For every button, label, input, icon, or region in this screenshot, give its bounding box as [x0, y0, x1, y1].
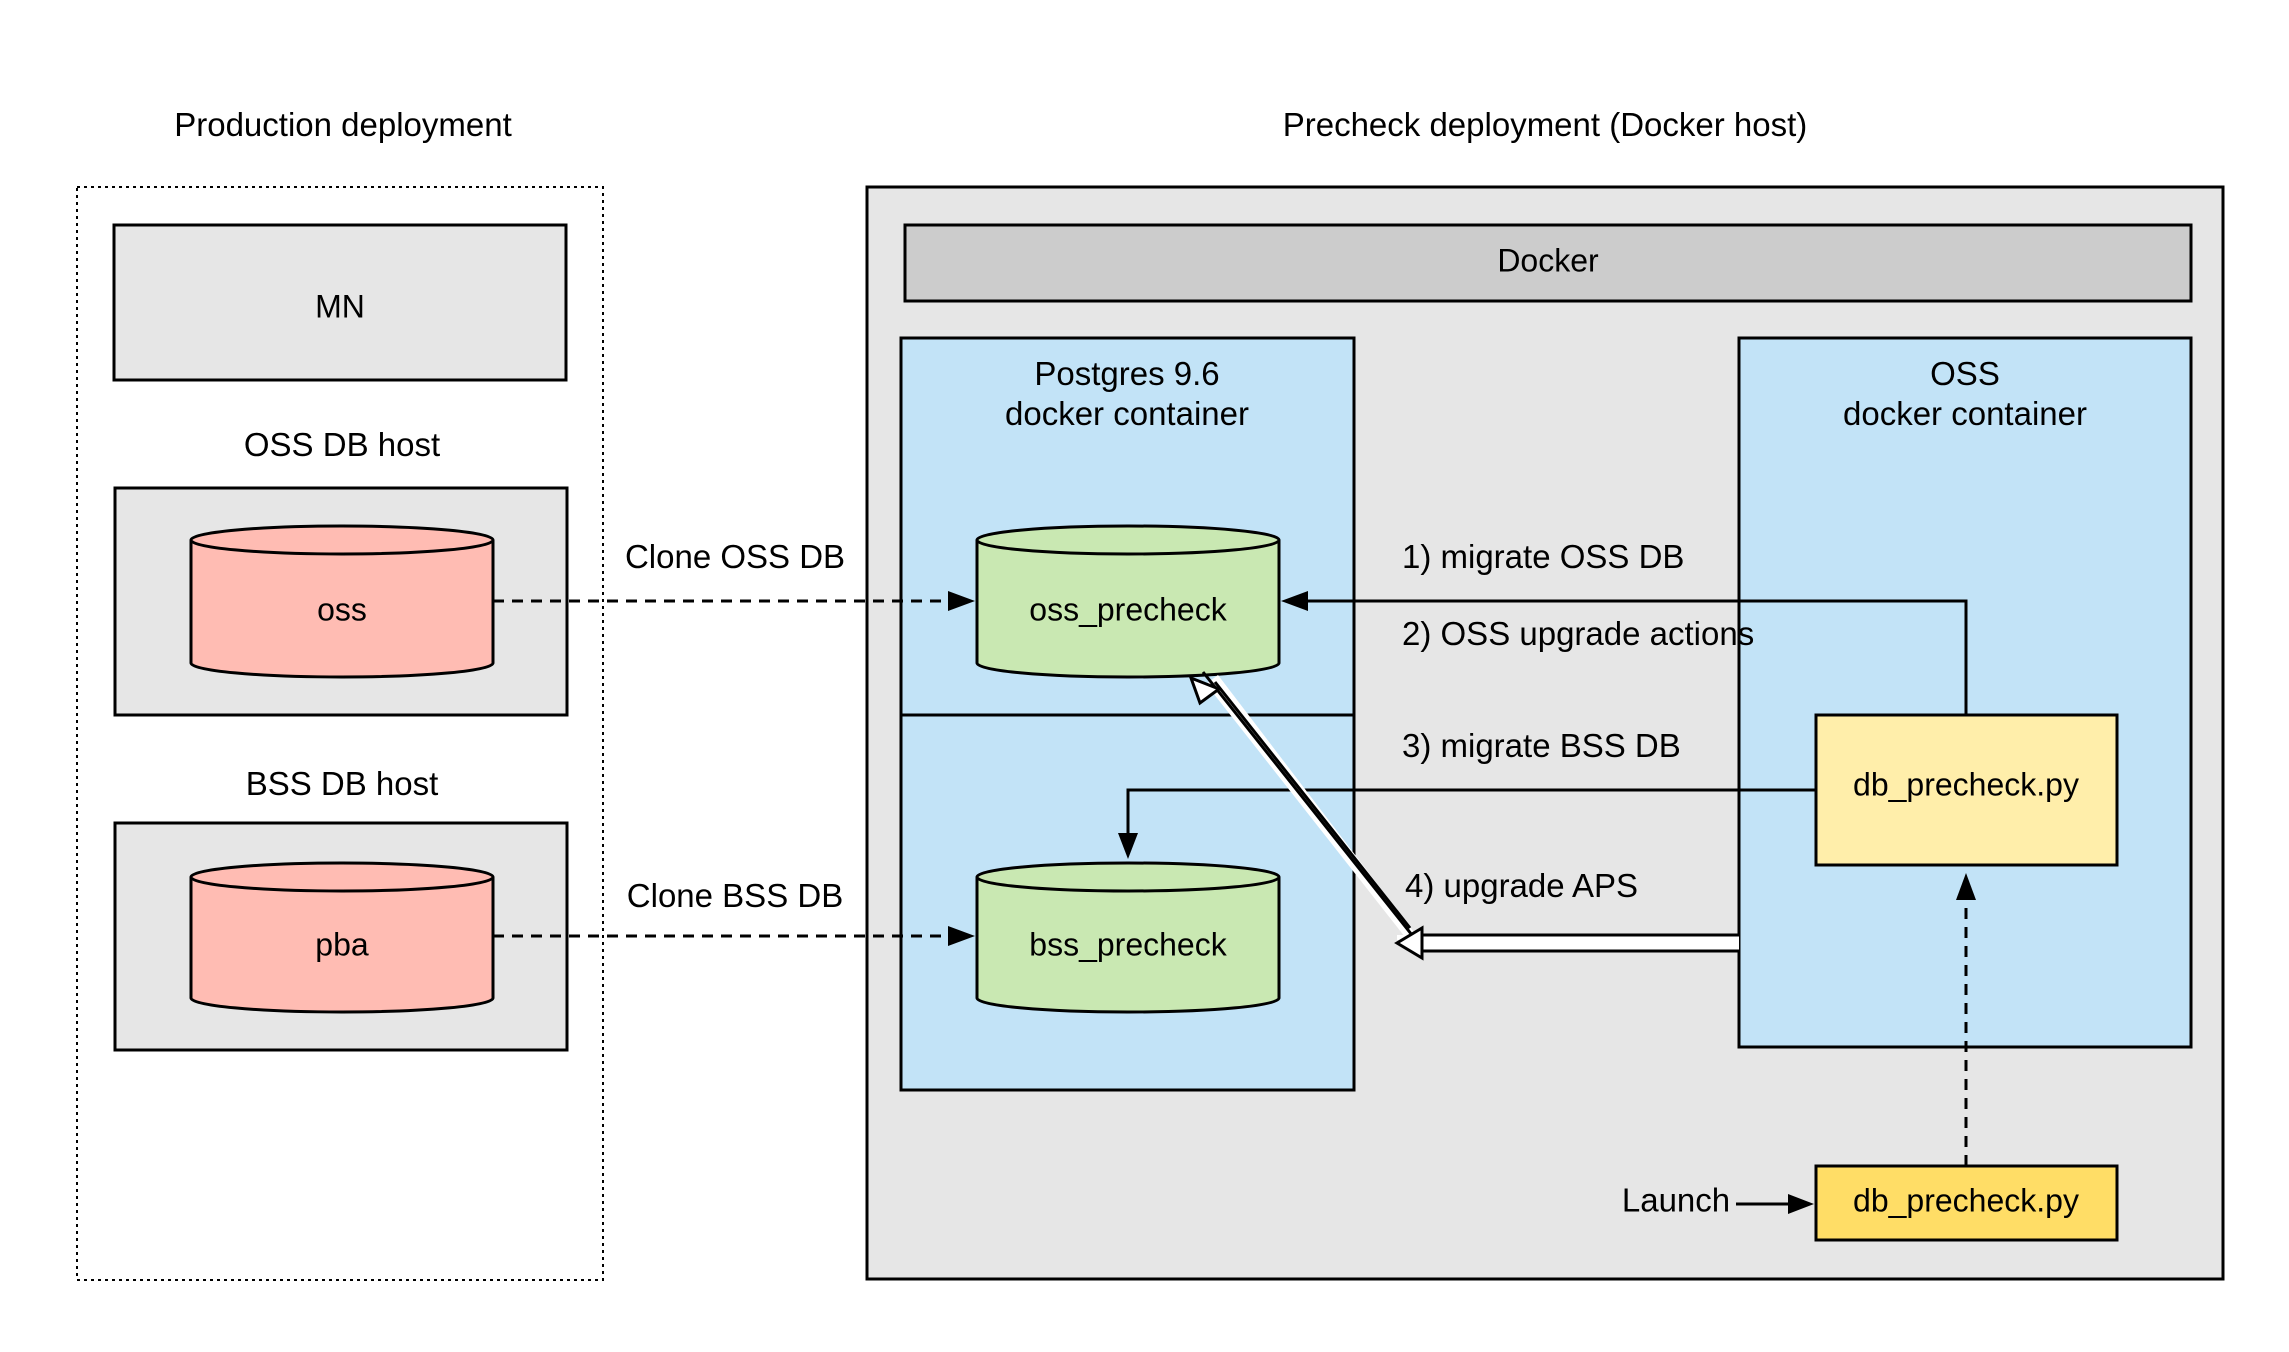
- oss-precheck-database-icon: [975, 524, 1281, 679]
- migrate-bss-connector: [1126, 788, 1816, 833]
- migrate-oss-arrowhead: [1281, 591, 1308, 611]
- production-boundary: [76, 186, 604, 1281]
- bss-db-host-label: BSS DB host: [246, 765, 439, 802]
- mn-box: MN: [112, 223, 568, 382]
- step3-label: 3) migrate BSS DB: [1402, 727, 1681, 764]
- clone-bss-label: Clone BSS DB: [627, 877, 843, 914]
- migrate-bss-arrowhead: [1118, 833, 1138, 859]
- clone-oss-arrowhead: [948, 591, 975, 611]
- oss-container-title-line2: docker container: [1843, 395, 2087, 432]
- bss-precheck-label: bss_precheck: [1029, 926, 1227, 962]
- pba-db-label: pba: [315, 926, 369, 962]
- bss-precheck-database-icon: [975, 861, 1281, 1014]
- precheck-title: Precheck deployment (Docker host): [1283, 106, 1808, 143]
- db-precheck-script-box: [1814, 713, 2119, 867]
- step4-label: 4) upgrade APS: [1405, 867, 1638, 904]
- mn-label: MN: [315, 288, 365, 324]
- oss-precheck-label: oss_precheck: [1029, 591, 1227, 627]
- migrate-oss-connector: [1308, 599, 1968, 715]
- upgrade-aps-arrow-body: [1206, 675, 1739, 951]
- upgrade-aps-arrow-outline-diag: [1213, 681, 1412, 929]
- postgres-container-title-line2: docker container: [1005, 395, 1249, 432]
- docker-bar: [903, 223, 2193, 303]
- step1-label: 1) migrate OSS DB: [1402, 538, 1684, 575]
- oss-db-host-label: OSS DB host: [244, 426, 440, 463]
- clone-oss-label: Clone OSS DB: [625, 538, 845, 575]
- launch-script-label: db_precheck.py: [1853, 1182, 2079, 1218]
- launch-arrowhead: [1788, 1194, 1814, 1214]
- pba-database-icon: [189, 861, 495, 1014]
- launch-dashed-arrowhead: [1956, 873, 1976, 900]
- upgrade-aps-arrowhead-lower: [1394, 925, 1424, 961]
- step2-label: 2) OSS upgrade actions: [1402, 615, 1754, 652]
- docker-label: Docker: [1497, 242, 1599, 278]
- db-precheck-script-label: db_precheck.py: [1853, 766, 2079, 802]
- oss-database-icon: [189, 524, 495, 679]
- oss-container-title-line1: OSS: [1930, 355, 2000, 392]
- production-title: Production deployment: [174, 106, 512, 143]
- launch-label: Launch: [1622, 1182, 1730, 1219]
- upgrade-aps-arrowhead-upper: [1188, 675, 1223, 706]
- postgres-container-title-line1: Postgres 9.6: [1034, 355, 1219, 392]
- clone-bss-arrowhead: [948, 926, 975, 946]
- launch-script-box: [1814, 1164, 2119, 1242]
- oss-db-label: oss: [317, 591, 367, 627]
